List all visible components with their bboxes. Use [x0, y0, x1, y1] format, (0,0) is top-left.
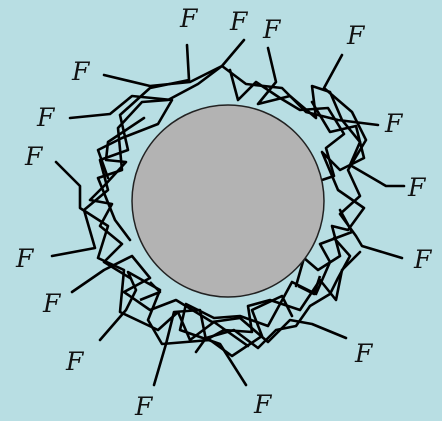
end-group-label: F: [253, 390, 273, 419]
end-group-label: F: [179, 4, 199, 33]
end-group-label: F: [346, 21, 366, 50]
end-group-label: F: [413, 245, 433, 274]
end-group-label: F: [134, 392, 154, 421]
end-group-label: F: [354, 339, 374, 368]
end-group-label: F: [384, 109, 404, 138]
end-group-label: F: [36, 103, 56, 132]
end-group-label: F: [15, 244, 35, 273]
end-group-label: F: [262, 15, 282, 44]
core-particle: [132, 105, 324, 297]
end-group-label: F: [65, 347, 85, 376]
end-group-label: F: [229, 7, 249, 36]
end-group-label: F: [71, 57, 91, 86]
end-group-label: F: [42, 289, 62, 318]
end-group-label: F: [407, 173, 427, 202]
end-group-label: F: [24, 142, 44, 171]
